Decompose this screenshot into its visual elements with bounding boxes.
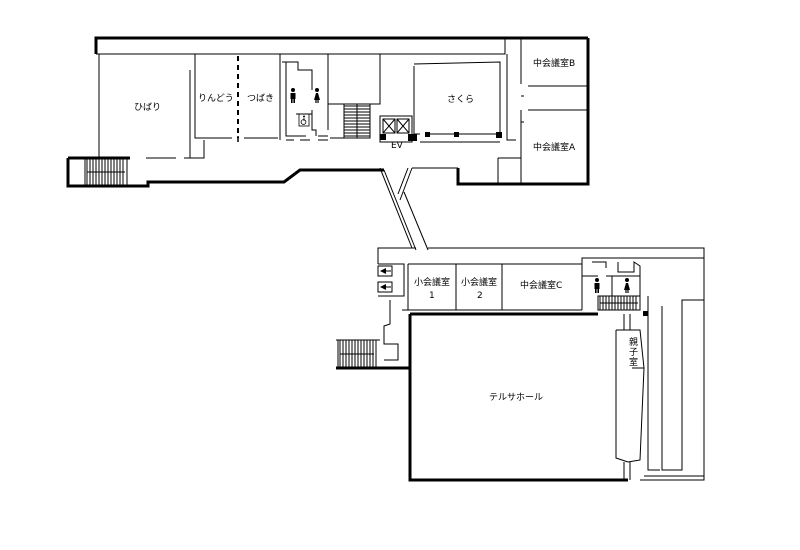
stair-lower-left bbox=[337, 339, 377, 369]
room-chu-c[interactable] bbox=[503, 265, 581, 309]
hall-label: テルサホール bbox=[489, 392, 543, 403]
lower-inner-top bbox=[408, 257, 704, 265]
rindou-wall bbox=[194, 54, 232, 139]
lower-ev-box bbox=[378, 263, 405, 297]
male-toilet-icon bbox=[594, 278, 600, 293]
oyako-label-3: 室 bbox=[629, 356, 638, 368]
rindou-label: りんどう bbox=[198, 93, 234, 104]
female-toilet-icon bbox=[314, 88, 320, 103]
elevator-box bbox=[379, 115, 413, 143]
oyako-room bbox=[616, 329, 645, 369]
sho1-label-2: 1 bbox=[429, 291, 435, 301]
right-corridor-b bbox=[661, 299, 704, 471]
lower-passage bbox=[623, 462, 631, 480]
room-chu-a[interactable] bbox=[523, 112, 586, 182]
room-sakura[interactable] bbox=[416, 66, 498, 132]
lower-left-walls bbox=[383, 300, 399, 361]
elevator-icon bbox=[382, 118, 410, 134]
chu-c-label: 中会議室C bbox=[520, 279, 562, 291]
upper-building: EV ひばり りんどう つばき さくら 中会議室B 中会議室A bbox=[66, 36, 590, 188]
lower-toilet-walls-b bbox=[592, 261, 641, 300]
room-tsubaki[interactable] bbox=[240, 56, 278, 136]
upper-top-wall bbox=[94, 36, 588, 54]
oyako-label-2: 子 bbox=[629, 347, 638, 358]
room-chu-b[interactable] bbox=[523, 40, 586, 84]
chu-divider bbox=[528, 85, 588, 111]
sakura-right bbox=[506, 54, 516, 141]
sakura-top bbox=[413, 61, 501, 134]
wall-seg bbox=[521, 95, 524, 123]
stair-mid-wall bbox=[328, 54, 381, 105]
chu-b-label: 中会議室B bbox=[533, 57, 575, 69]
male-toilet-icon bbox=[290, 88, 296, 103]
elevator-icon bbox=[377, 265, 393, 293]
toilet-upper-wall-a bbox=[285, 62, 306, 137]
lower-top-left bbox=[377, 247, 416, 264]
oyako-label-1: 親 bbox=[629, 336, 638, 348]
room-hall[interactable] bbox=[412, 316, 614, 478]
toilet-upper-wall-c bbox=[311, 110, 317, 136]
lower-top-right bbox=[428, 247, 705, 481]
hibari-label: ひばり bbox=[134, 102, 161, 113]
stair-lower-toilet bbox=[597, 295, 641, 311]
sho2-label-1: 小会議室 bbox=[461, 276, 497, 288]
tsubaki-label: つばき bbox=[247, 93, 274, 104]
ev-label: EV bbox=[391, 141, 404, 151]
sakura-left bbox=[413, 66, 420, 135]
room-sho1[interactable] bbox=[409, 265, 455, 309]
room-oyako[interactable] bbox=[618, 332, 640, 366]
upper-right-wall bbox=[456, 38, 590, 186]
sakura-label: さくら bbox=[447, 94, 474, 105]
rindou-left-wall bbox=[189, 70, 205, 159]
oyako-passage bbox=[623, 314, 631, 330]
right-corridor-a bbox=[647, 296, 660, 471]
hall-right-wall bbox=[615, 330, 629, 463]
chu-corner bbox=[497, 157, 521, 184]
lower-building: 小会議室 1 小会議室 2 中会議室C テルサホール 親 子 室 bbox=[336, 247, 705, 482]
room-hibari[interactable] bbox=[100, 56, 188, 156]
stair-left-upper bbox=[84, 157, 128, 187]
oyako-lower bbox=[627, 367, 645, 463]
room-sho2[interactable] bbox=[457, 265, 501, 309]
connecting-bridge bbox=[379, 167, 458, 251]
upper-inner-top bbox=[96, 38, 506, 55]
small-room-walls bbox=[407, 264, 503, 310]
female-toilet-icon bbox=[624, 278, 630, 293]
sho2-label-2: 2 bbox=[477, 291, 483, 301]
chu-a-label: 中会議室A bbox=[533, 141, 576, 153]
room-rindou[interactable] bbox=[196, 56, 236, 136]
sho1-label-1: 小会議室 bbox=[414, 276, 450, 288]
wheelchair-icon bbox=[298, 113, 310, 127]
stair-mid-upper bbox=[343, 103, 371, 139]
toilet-upper-wall-b bbox=[282, 61, 313, 90]
